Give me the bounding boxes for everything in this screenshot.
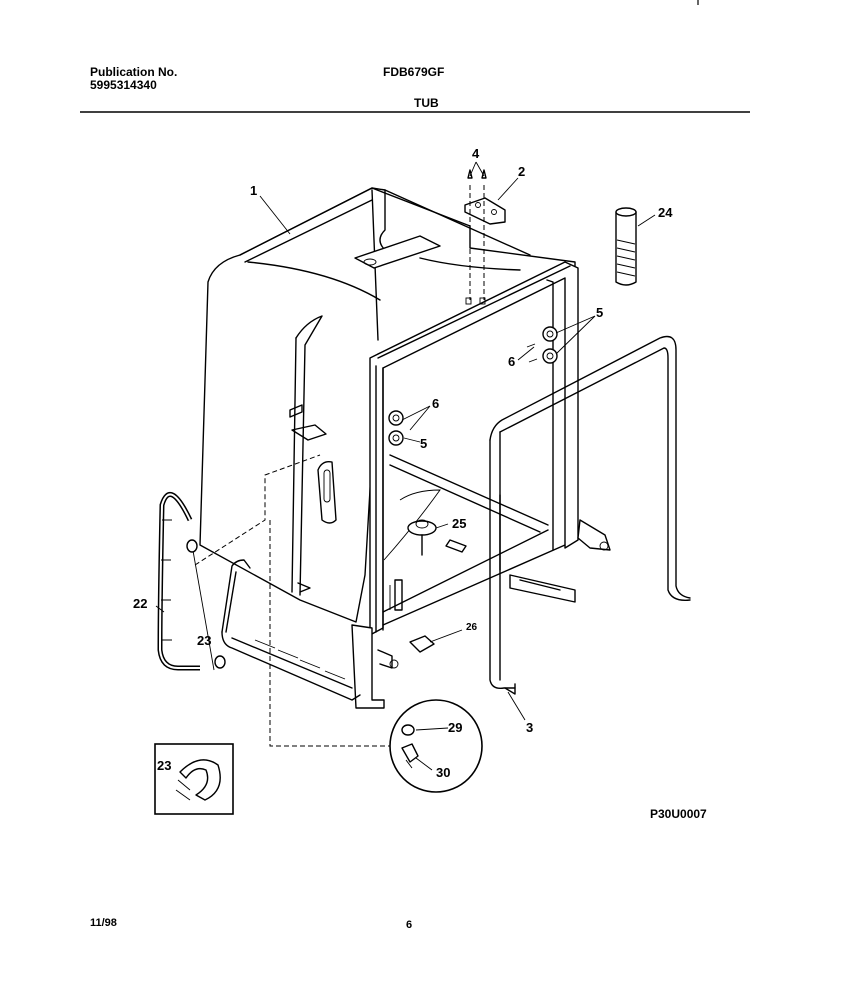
- callout-3: 3: [526, 720, 533, 735]
- hose-leader: [189, 539, 215, 671]
- publication-number: 5995314340: [90, 78, 157, 92]
- callout-5: 5: [420, 436, 427, 451]
- callout-23-inset: 23: [157, 758, 171, 773]
- base-rail: [221, 559, 361, 701]
- diagram-code: P30U0007: [650, 807, 707, 821]
- hose-clamp-icon: [186, 539, 198, 553]
- callout-6: 6: [508, 354, 515, 369]
- tub-body: [199, 187, 576, 623]
- callout-30: 30: [436, 765, 450, 780]
- spray-hub: [407, 519, 467, 556]
- leader-lines: [155, 161, 656, 771]
- callout-4: 4: [472, 146, 480, 161]
- callout-1: 1: [250, 183, 257, 198]
- footer-date: 11/98: [90, 917, 117, 929]
- page-number: 6: [406, 919, 412, 931]
- model-number: FDB679GF: [383, 65, 445, 79]
- callout-25: 25: [452, 516, 466, 531]
- top-bracket: [464, 169, 506, 305]
- drain-hose: [157, 491, 200, 671]
- cylinder-part: [615, 207, 637, 286]
- callout-23: 23: [197, 633, 211, 648]
- clamp-inset: [154, 743, 234, 815]
- publication-label: Publication No.: [90, 65, 178, 79]
- bumper-left: [388, 410, 404, 446]
- callout-2: 2: [518, 164, 525, 179]
- callout-5: 5: [596, 305, 603, 320]
- callout-6: 6: [432, 396, 439, 411]
- tub-front-frame: [351, 261, 611, 709]
- callout-22: 22: [133, 596, 147, 611]
- small-clip: [409, 635, 435, 653]
- callout-24: 24: [658, 205, 673, 220]
- callout-29: 29: [448, 720, 462, 735]
- section-title: TUB: [414, 96, 439, 110]
- hose-clamp-icon: [214, 655, 226, 669]
- callout-26: 26: [466, 622, 478, 633]
- door-seal: [489, 335, 691, 695]
- bumper-right: [526, 326, 558, 364]
- detail-leader: [194, 454, 390, 747]
